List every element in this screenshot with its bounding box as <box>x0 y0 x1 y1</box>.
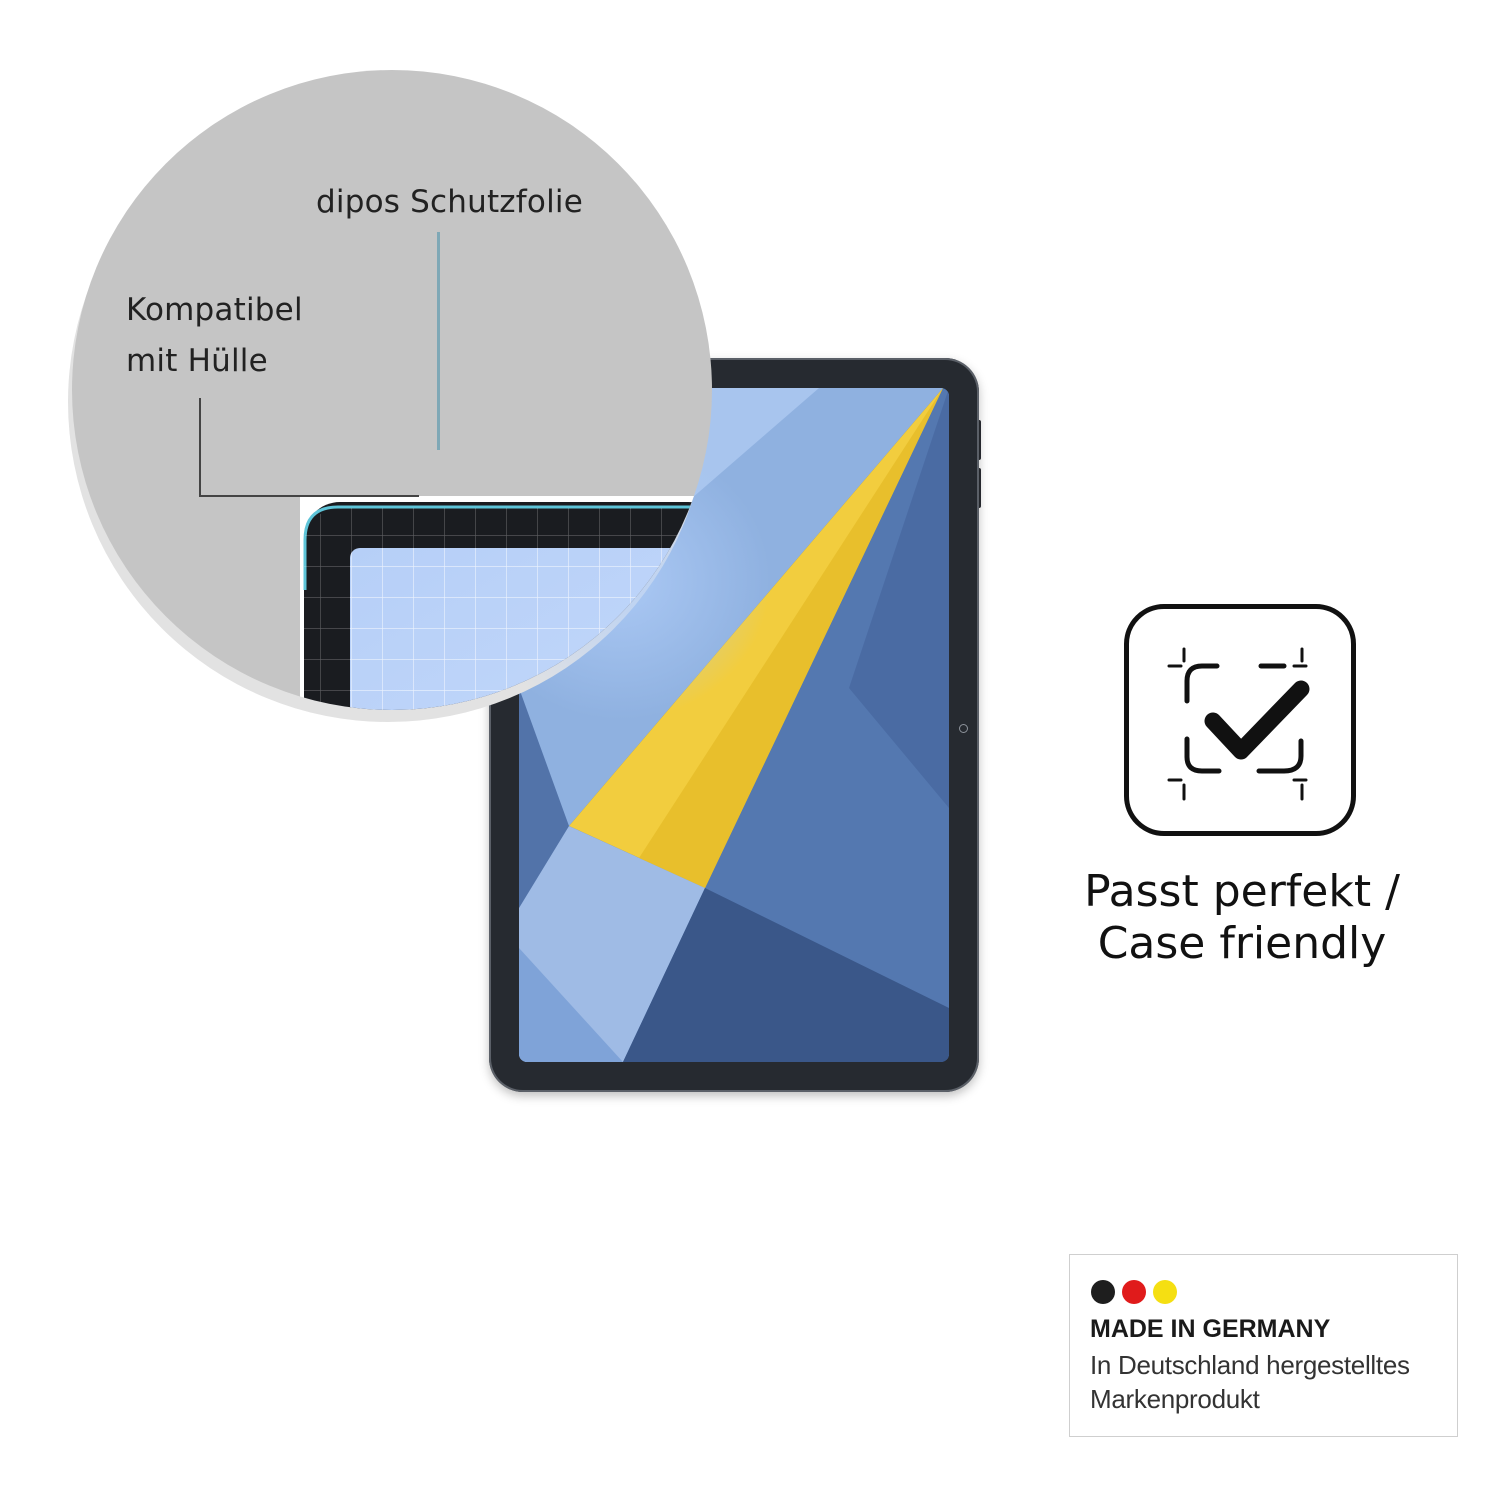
compat-label-line: mit Hülle <box>126 343 268 379</box>
flag-dot-yellow <box>1153 1280 1177 1304</box>
compat-label: Kompatibel mit Hülle <box>126 285 303 387</box>
made-in-germany-subtitle: In Deutschland hergestelltes Markenprodu… <box>1090 1348 1455 1416</box>
compat-callout-line <box>199 495 419 497</box>
film-label: dipos Schutzfolie <box>316 184 583 220</box>
focus-check-icon <box>1124 604 1356 836</box>
zoomed-tablet-corner <box>300 496 712 710</box>
zoom-bubble <box>72 70 712 710</box>
front-camera <box>959 724 968 733</box>
fit-caption-line: Passt perfekt / <box>1084 866 1400 917</box>
compat-callout-line <box>199 398 201 497</box>
film-callout-line <box>437 232 440 450</box>
tablet-device <box>489 358 979 1092</box>
flag-dot-red <box>1122 1280 1146 1304</box>
compat-label-line: Kompatibel <box>126 292 303 328</box>
fit-caption: Passt perfekt / Case friendly <box>1060 866 1424 970</box>
made-in-germany-badge: MADE IN GERMANY In Deutschland hergestel… <box>1069 1254 1458 1437</box>
fit-caption-line: Case friendly <box>1097 918 1387 969</box>
subtitle-line: In Deutschland hergestelltes <box>1090 1350 1410 1380</box>
flag-dot-black <box>1091 1280 1115 1304</box>
made-in-germany-title: MADE IN GERMANY <box>1090 1315 1331 1343</box>
subtitle-line: Markenprodukt <box>1090 1384 1260 1414</box>
